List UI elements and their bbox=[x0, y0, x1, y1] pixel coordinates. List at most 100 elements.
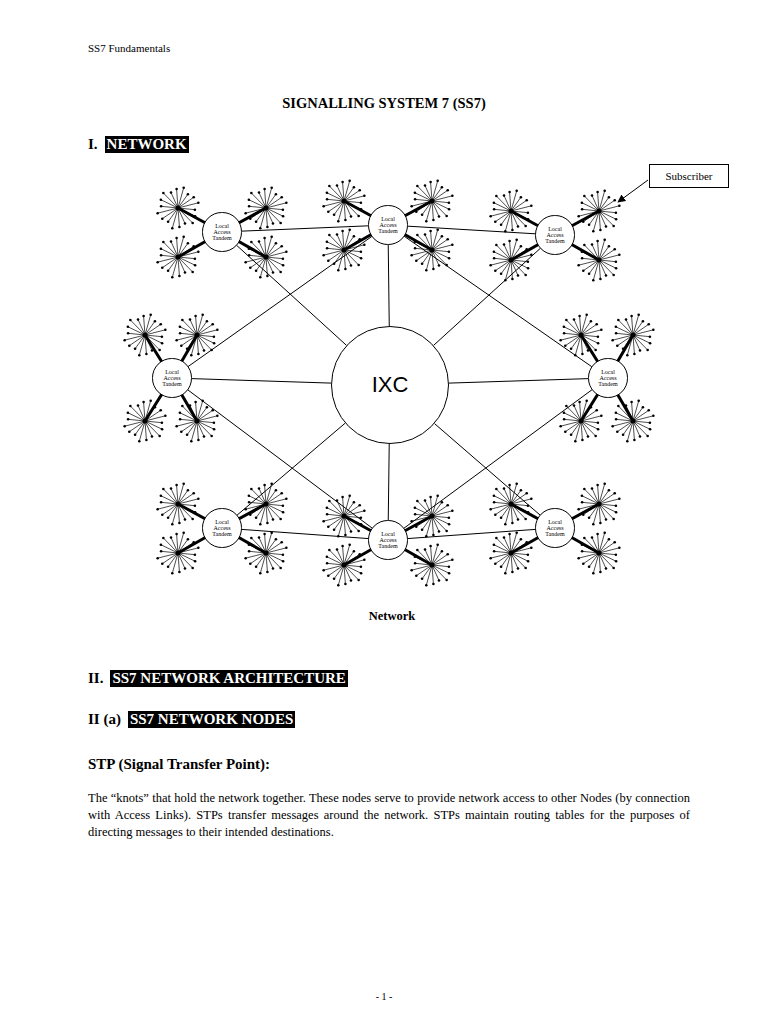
subscriber-dot bbox=[524, 567, 527, 570]
subscriber-dot bbox=[429, 181, 432, 184]
subscriber-dot bbox=[633, 439, 636, 442]
subscriber-line bbox=[511, 504, 528, 512]
subscriber-hub bbox=[631, 333, 636, 338]
subscriber-dot bbox=[563, 418, 566, 421]
subscriber-line bbox=[432, 239, 448, 250]
edge-layer bbox=[188, 226, 592, 539]
subscriber-line bbox=[599, 260, 616, 268]
trunk-line bbox=[388, 245, 389, 326]
subscriber-dot bbox=[154, 320, 157, 323]
subscriber-dot bbox=[451, 244, 454, 247]
subscriber-line bbox=[412, 201, 432, 206]
subscriber-line bbox=[158, 553, 178, 558]
trunk-line bbox=[192, 379, 331, 383]
subscriber-dot bbox=[508, 484, 511, 487]
subscriber-dot bbox=[138, 354, 141, 357]
subscriber-dot bbox=[564, 430, 567, 433]
subscriber-line bbox=[266, 504, 281, 519]
subscriber-dot bbox=[588, 517, 591, 520]
subscriber-line bbox=[250, 553, 266, 564]
subscriber-line bbox=[511, 499, 531, 504]
subscriber-dot bbox=[248, 198, 251, 201]
subscriber-dot bbox=[184, 271, 187, 274]
tandem-circle: Local Access Tandem bbox=[368, 205, 407, 244]
subscriber-dot bbox=[508, 533, 511, 536]
subscriber-dot bbox=[511, 229, 514, 232]
subscriber-dot bbox=[642, 320, 645, 323]
subscriber-dot bbox=[270, 186, 273, 189]
subscriber-dot bbox=[175, 484, 178, 487]
subscriber-dot bbox=[625, 404, 628, 407]
subscriber-line bbox=[496, 538, 511, 553]
subscriber-dot bbox=[441, 235, 444, 238]
subscriber-dot bbox=[181, 405, 184, 408]
subscriber-line bbox=[178, 504, 179, 523]
subscriber-line bbox=[598, 241, 599, 260]
subscriber-dot bbox=[612, 274, 615, 277]
subscriber-dot bbox=[358, 504, 361, 507]
subscriber-dot bbox=[192, 541, 195, 544]
node-text: Local Access Tandem bbox=[207, 223, 237, 242]
subscriber-line bbox=[633, 421, 650, 429]
subscriber-hub bbox=[579, 333, 584, 338]
subscriber-line bbox=[266, 553, 283, 561]
subscriber-dot bbox=[649, 428, 652, 431]
subscriber-dot bbox=[344, 268, 347, 271]
subscriber-line bbox=[178, 257, 195, 265]
subscriber-dot bbox=[615, 325, 618, 328]
subscriber-dot bbox=[250, 241, 253, 244]
subscriber-dot bbox=[511, 522, 514, 525]
subscriber-dot bbox=[350, 530, 353, 533]
subscriber-dot bbox=[489, 215, 492, 218]
subscriber-line bbox=[417, 235, 432, 250]
subscriber-dot bbox=[581, 201, 584, 204]
subscriber-dot bbox=[493, 543, 496, 546]
subscriber-dot bbox=[441, 186, 444, 189]
subscriber-dot bbox=[161, 342, 164, 345]
subscriber-line bbox=[415, 557, 432, 565]
subscriber-dot bbox=[244, 212, 247, 215]
subscriber-line bbox=[511, 548, 531, 553]
trunk-line bbox=[408, 226, 536, 234]
subscriber-line bbox=[129, 335, 145, 346]
subscriber-dot bbox=[337, 269, 340, 272]
subscriber-dot bbox=[326, 555, 329, 558]
subscriber-dot bbox=[137, 404, 140, 407]
subscriber-line bbox=[599, 542, 615, 553]
subscriber-dot bbox=[445, 579, 448, 582]
subscriber-dot bbox=[612, 567, 615, 570]
subscriber-dot bbox=[608, 196, 611, 199]
subscriber-dot bbox=[577, 215, 580, 218]
subscriber-dot bbox=[178, 522, 181, 525]
subscriber-dot bbox=[591, 487, 594, 490]
subscriber-line bbox=[163, 489, 178, 504]
subscriber-dot bbox=[596, 533, 599, 536]
subscriber-dot bbox=[197, 498, 200, 501]
subscriber-dot bbox=[530, 547, 533, 550]
subscriber-dot bbox=[360, 250, 363, 253]
subscriber-dot bbox=[280, 245, 283, 248]
ixc-circle: IXC bbox=[331, 326, 449, 444]
subscriber-dot bbox=[142, 315, 145, 318]
subscriber-dot bbox=[515, 238, 518, 241]
subscriber-dot bbox=[600, 415, 603, 418]
subscriber-dot bbox=[415, 525, 418, 528]
subscriber-dot bbox=[414, 555, 417, 558]
subscriber-dot bbox=[429, 230, 432, 233]
subscriber-dot bbox=[275, 538, 278, 541]
subscriber-line bbox=[145, 416, 165, 421]
subscriber-dot bbox=[341, 181, 344, 184]
subscriber-dot bbox=[448, 250, 451, 253]
subscriber-dot bbox=[249, 266, 252, 269]
subscriber-dot bbox=[489, 264, 492, 267]
subscriber-dot bbox=[424, 233, 427, 236]
subscriber-dot bbox=[588, 224, 591, 227]
subscriber-dot bbox=[615, 511, 618, 514]
subscriber-dot bbox=[145, 439, 148, 442]
subscriber-dot bbox=[618, 547, 621, 550]
subscriber-dot bbox=[203, 349, 206, 352]
subscriber-dot bbox=[622, 434, 625, 437]
subscriber-dot bbox=[363, 510, 366, 513]
subscriber-line bbox=[581, 410, 597, 421]
subscriber-dot bbox=[194, 511, 197, 514]
